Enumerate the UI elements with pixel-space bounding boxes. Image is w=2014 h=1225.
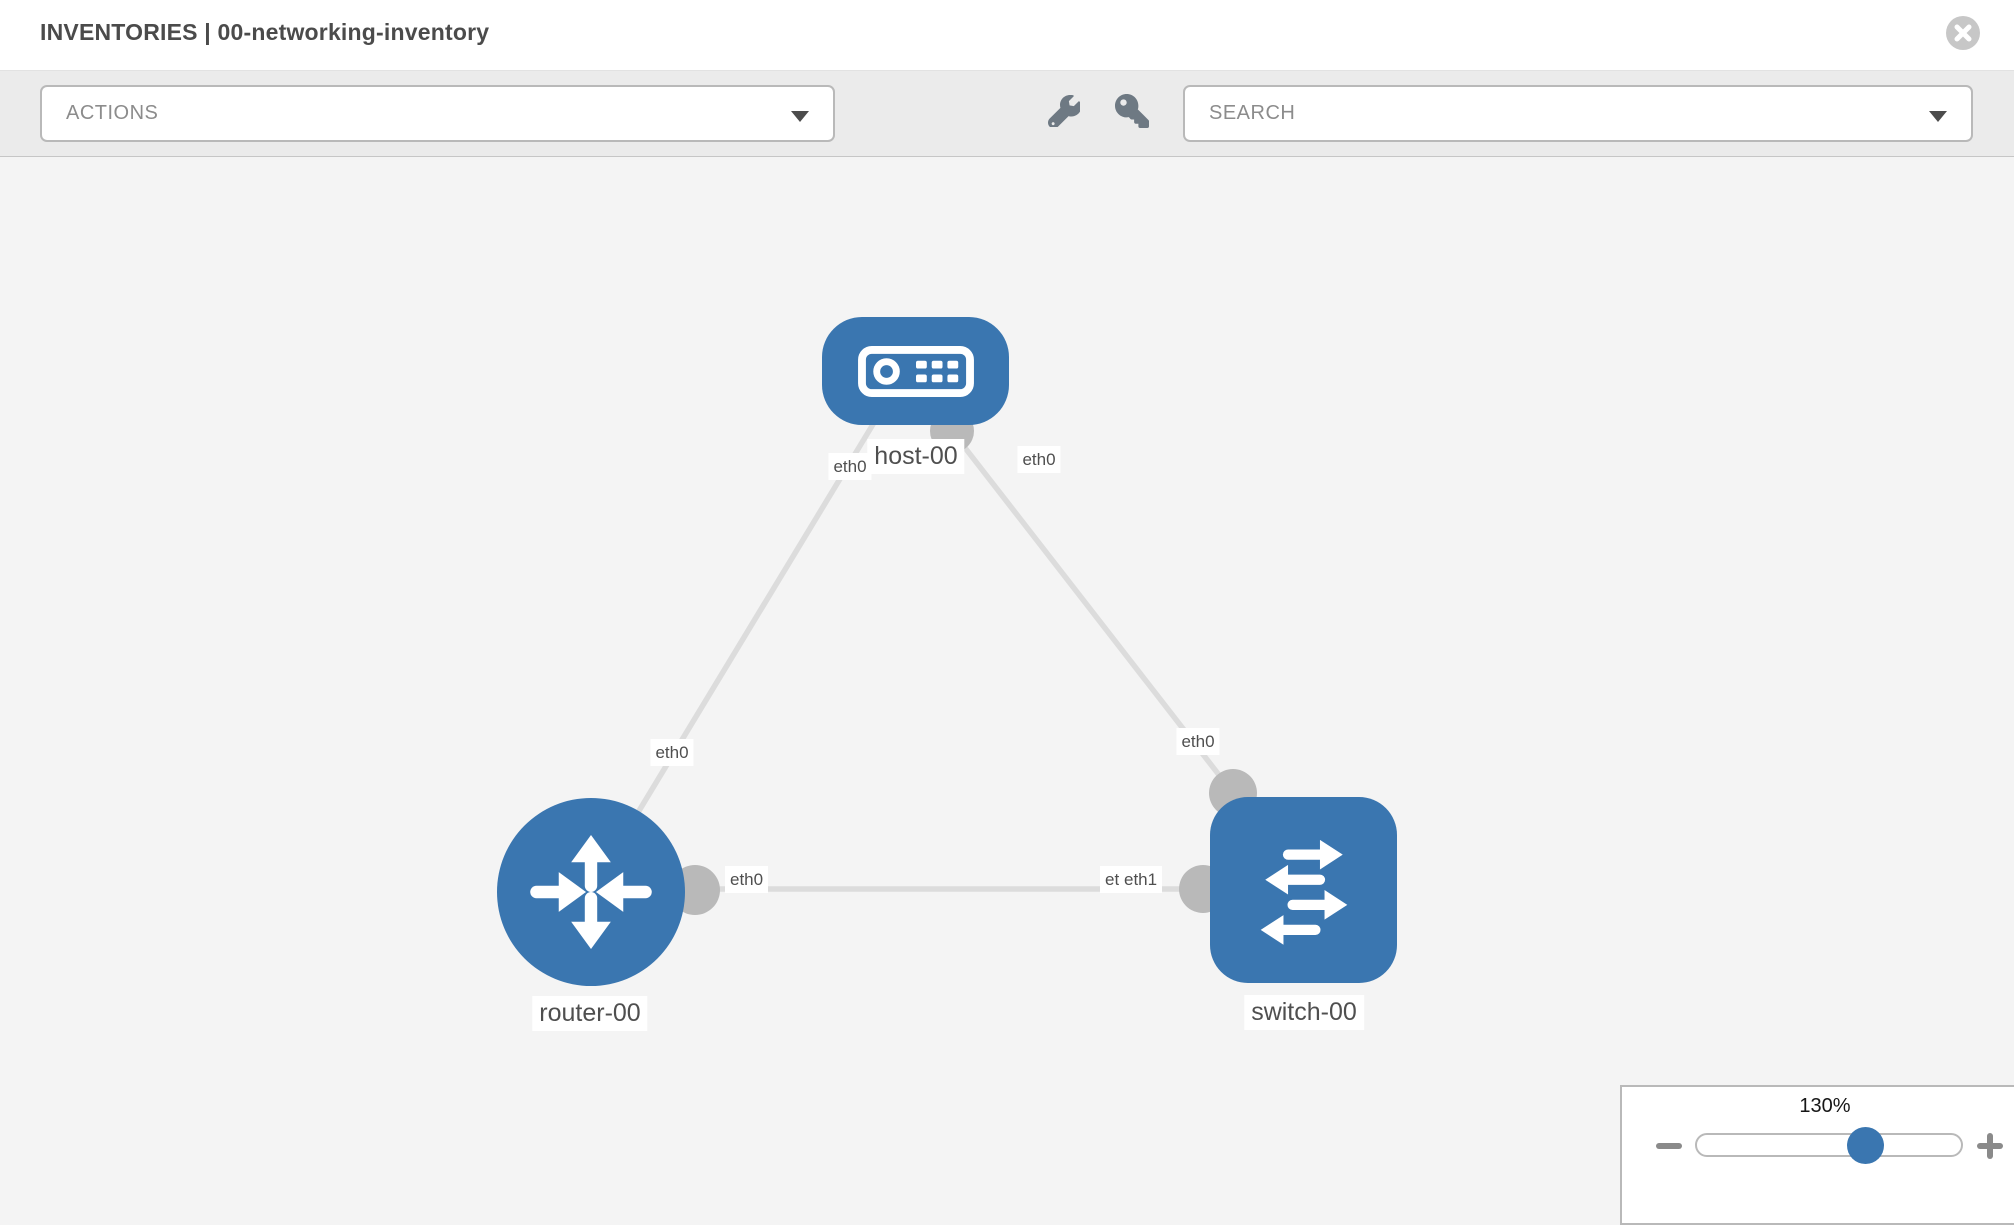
close-icon	[1954, 24, 1972, 42]
interface-label-host-left: eth0	[828, 453, 872, 481]
links-layer	[605, 409, 1257, 915]
plus-icon	[1977, 1133, 2003, 1159]
link-host-router	[605, 419, 878, 864]
zoom-out-button[interactable]	[1652, 1129, 1686, 1163]
node-router-00[interactable]	[497, 798, 685, 986]
configure-button[interactable]	[1046, 93, 1082, 129]
node-label-router: router-00	[532, 996, 648, 1032]
minus-icon	[1656, 1143, 1682, 1149]
topology-canvas[interactable]: host-00 router-00 switch-00 eth0 eth0 et…	[0, 157, 2014, 1200]
interface-label-host-router: eth0	[650, 739, 694, 767]
server-icon	[857, 345, 974, 397]
actions-dropdown[interactable]: ACTIONS	[40, 85, 835, 142]
search-dropdown-label: SEARCH	[1209, 102, 1296, 124]
wrench-icon	[1048, 95, 1080, 127]
node-host-00[interactable]	[822, 317, 1009, 425]
caret-down-icon	[791, 111, 809, 122]
actions-dropdown-label: ACTIONS	[66, 102, 159, 124]
key-icon	[1115, 94, 1149, 128]
search-dropdown[interactable]: SEARCH	[1183, 85, 1973, 142]
zoom-slider-track[interactable]	[1695, 1133, 1963, 1157]
toolbar: ACTIONS SEARCH	[0, 71, 2014, 157]
caret-down-icon	[1929, 111, 1947, 122]
switch-arrows-icon	[1260, 839, 1347, 945]
credentials-button[interactable]	[1114, 93, 1150, 129]
zoom-level-label: 130%	[1799, 1095, 1851, 1117]
interface-label-host-right: eth0	[1017, 446, 1061, 474]
header: INVENTORIES | 00-networking-inventory	[0, 0, 2014, 71]
node-switch-00[interactable]	[1210, 797, 1397, 983]
interface-label-host-switch: eth0	[1176, 728, 1220, 756]
node-label-switch: switch-00	[1244, 995, 1364, 1031]
router-arrows-icon	[530, 834, 652, 950]
interface-label-rs-eth1-right: eth1	[1119, 866, 1163, 894]
zoom-slider-thumb[interactable]	[1847, 1127, 1884, 1164]
interface-label-rs-eth0-left: eth0	[725, 866, 769, 894]
page-title: INVENTORIES | 00-networking-inventory	[40, 19, 490, 45]
zoom-panel: 130%	[1620, 1085, 2014, 1225]
node-label-host: host-00	[867, 439, 965, 475]
zoom-in-button[interactable]	[1973, 1129, 2007, 1163]
close-button[interactable]	[1946, 16, 1980, 50]
